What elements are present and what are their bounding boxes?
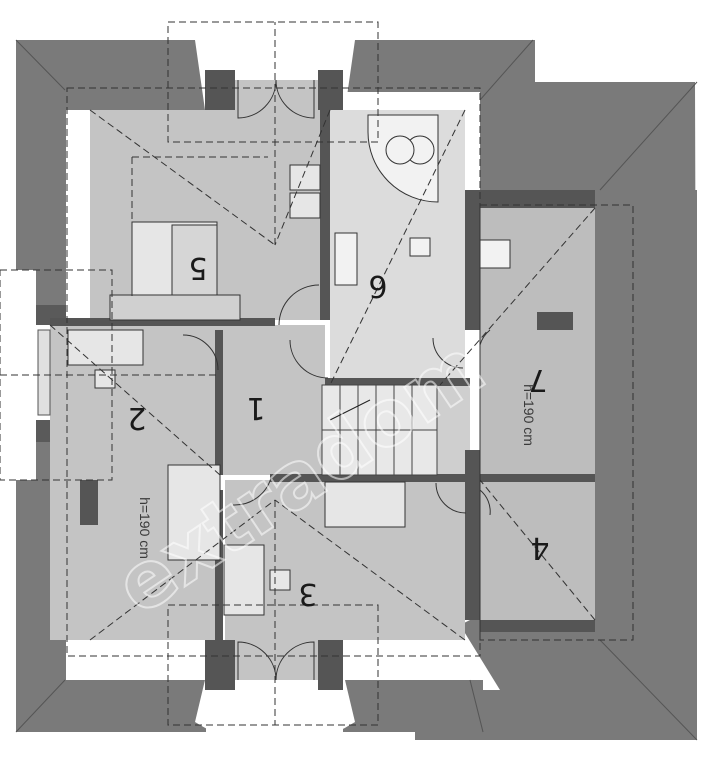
room-labels: 5 6 1 2 3 4 7 <box>127 250 549 611</box>
room-label-5: 5 <box>188 250 207 285</box>
room-label-4: 4 <box>530 530 549 565</box>
room-label-2: 2 <box>127 400 146 435</box>
room-label-1: 1 <box>246 390 265 425</box>
staircase <box>321 384 438 476</box>
height-note-room-7: h=190 cm <box>521 384 537 446</box>
roof-outline <box>15 39 698 741</box>
height-note-room-2: h=190 cm <box>137 497 153 559</box>
room-label-6: 6 <box>368 268 387 303</box>
room-label-3: 3 <box>298 576 317 611</box>
walls <box>37 70 595 690</box>
room-label-7: 7 <box>528 362 547 397</box>
dashed-lines <box>0 21 634 726</box>
furniture <box>67 79 511 681</box>
